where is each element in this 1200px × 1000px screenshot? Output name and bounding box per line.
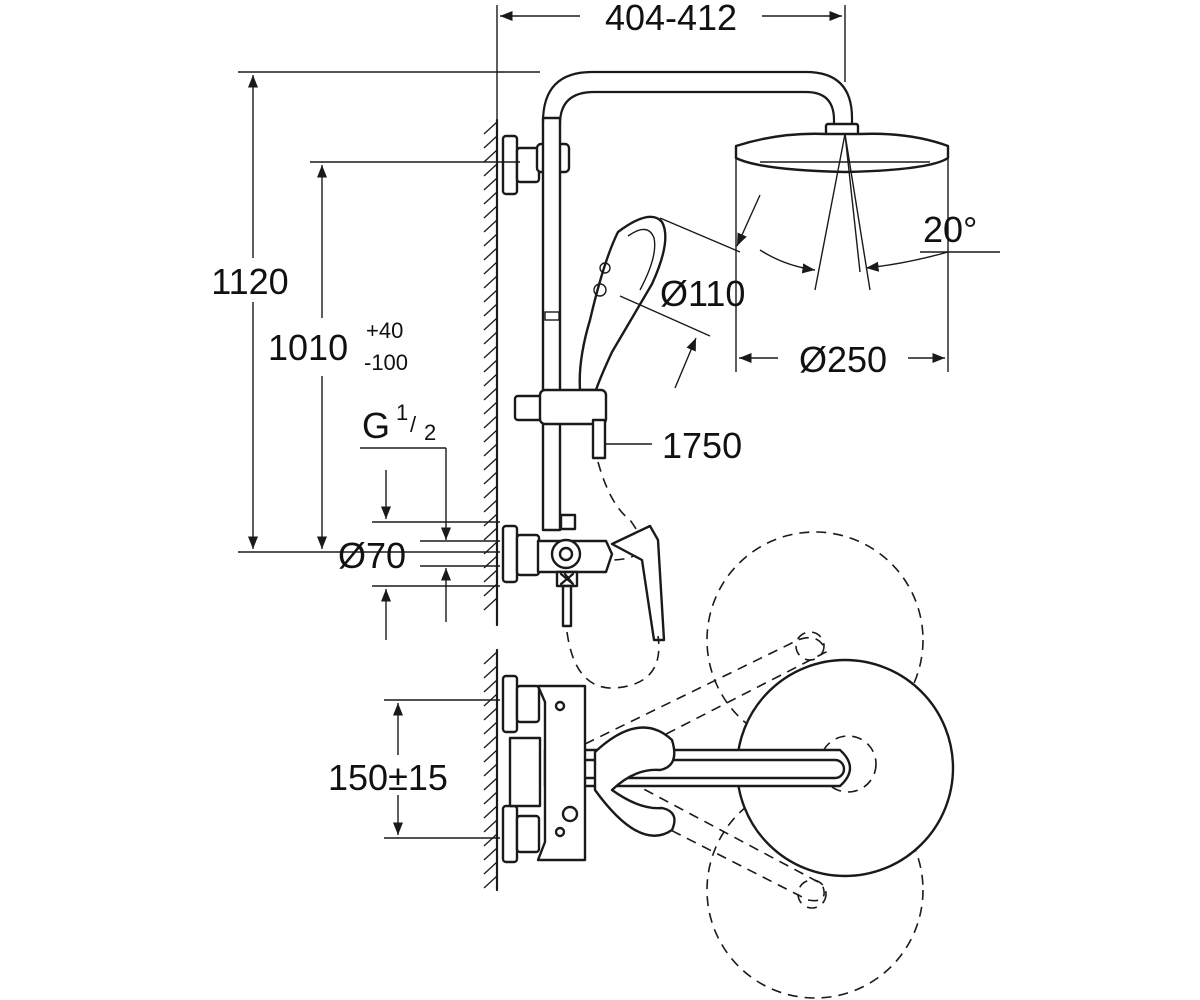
dim-thread xyxy=(360,447,500,622)
wall-hatch-stroke xyxy=(483,597,498,611)
dim-tilt-angle xyxy=(759,133,1000,291)
dim-head-shower xyxy=(735,152,949,372)
wall-hatch-stroke xyxy=(483,177,498,191)
thread-den-label: 2 xyxy=(424,420,436,445)
thread-slash-label: / xyxy=(410,412,417,437)
mixer-top xyxy=(501,531,955,999)
rosette-diameter-label: Ø70 xyxy=(338,535,406,576)
wall-hatch-stroke xyxy=(483,219,498,233)
tilt-angle-label: 20° xyxy=(923,209,977,250)
hand-shower xyxy=(513,215,667,561)
dim-rail-height xyxy=(310,161,520,549)
top-width-label: 404-412 xyxy=(605,0,737,38)
wall-hatch-stroke xyxy=(483,847,498,861)
wall-hatch-stroke xyxy=(483,443,498,457)
wall-hatch-stroke xyxy=(483,149,498,163)
thread-num-label: 1 xyxy=(396,400,408,425)
dim-top-width xyxy=(496,5,846,120)
hose-length-label: 1750 xyxy=(662,425,742,466)
wall-hatch-stroke xyxy=(483,665,498,679)
wall-hatch-stroke xyxy=(483,359,498,373)
inlet-spacing-label: 150±15 xyxy=(328,757,448,798)
wall-hatch-stroke xyxy=(483,819,498,833)
shower-rail xyxy=(501,70,854,532)
wall-hatch-stroke xyxy=(483,499,498,513)
wall-hatch-stroke xyxy=(483,875,498,889)
rail-height-label: 1010 xyxy=(268,327,348,368)
wall-hatch-stroke xyxy=(483,791,498,805)
wall-hatch-stroke xyxy=(483,233,498,247)
wall-hatch-stroke xyxy=(483,191,498,205)
wall-hatch-stroke xyxy=(483,707,498,721)
wall-lower xyxy=(483,648,499,892)
wall-hatch-stroke xyxy=(483,679,498,693)
hand-shower-diameter-label: Ø110 xyxy=(660,273,745,314)
dim-inlet-spacing xyxy=(384,699,500,839)
wall-hatch-stroke xyxy=(483,721,498,735)
wall-hatch-stroke xyxy=(483,261,498,275)
wall-hatch-stroke xyxy=(483,485,498,499)
wall-hatch-stroke xyxy=(483,121,498,135)
wall-hatch-stroke xyxy=(483,527,498,541)
wall-hatch-stroke xyxy=(483,331,498,345)
wall-hatch-stroke xyxy=(483,805,498,819)
wall-hatch-stroke xyxy=(483,135,498,149)
wall-hatch-stroke xyxy=(483,303,498,317)
wall-hatch-stroke xyxy=(483,275,498,289)
wall-hatch-stroke xyxy=(483,471,498,485)
wall-hatch-stroke xyxy=(483,833,498,847)
wall-hatch-stroke xyxy=(483,373,498,387)
wall-hatch-stroke xyxy=(483,749,498,763)
rail-height-plus-label: +40 xyxy=(366,318,403,343)
wall-hatch-stroke xyxy=(483,777,498,791)
wall-hatch-stroke xyxy=(483,513,498,527)
mixer-side xyxy=(501,513,666,689)
wall-hatch-stroke xyxy=(483,345,498,359)
wall-hatching-upper xyxy=(483,121,498,611)
total-height-label: 1120 xyxy=(211,261,288,302)
wall-hatch-stroke xyxy=(483,763,498,777)
wall-hatch-stroke xyxy=(483,289,498,303)
wall-hatch-stroke xyxy=(483,387,498,401)
wall-hatch-stroke xyxy=(483,163,498,177)
wall-hatch-stroke xyxy=(483,457,498,471)
wall-hatch-stroke xyxy=(483,317,498,331)
wall-hatch-stroke xyxy=(483,205,498,219)
wall-hatch-stroke xyxy=(483,415,498,429)
head-shower-diameter-label: Ø250 xyxy=(799,339,887,380)
thread-letter-label: G xyxy=(362,405,390,446)
dim-total-height xyxy=(238,71,540,553)
wall-hatch-stroke xyxy=(483,401,498,415)
wall-hatch-stroke xyxy=(483,735,498,749)
wall-hatch-stroke xyxy=(483,429,498,443)
wall-hatching-lower xyxy=(483,651,498,889)
wall-hatch-stroke xyxy=(483,247,498,261)
dim-rosette xyxy=(372,470,500,640)
wall-upper xyxy=(483,118,499,627)
wall-hatch-stroke xyxy=(483,569,498,583)
wall-hatch-stroke xyxy=(483,861,498,875)
rail-height-minus-label: -100 xyxy=(364,350,408,375)
wall-hatch-stroke xyxy=(483,651,498,665)
dim-hand-shower xyxy=(619,194,761,389)
